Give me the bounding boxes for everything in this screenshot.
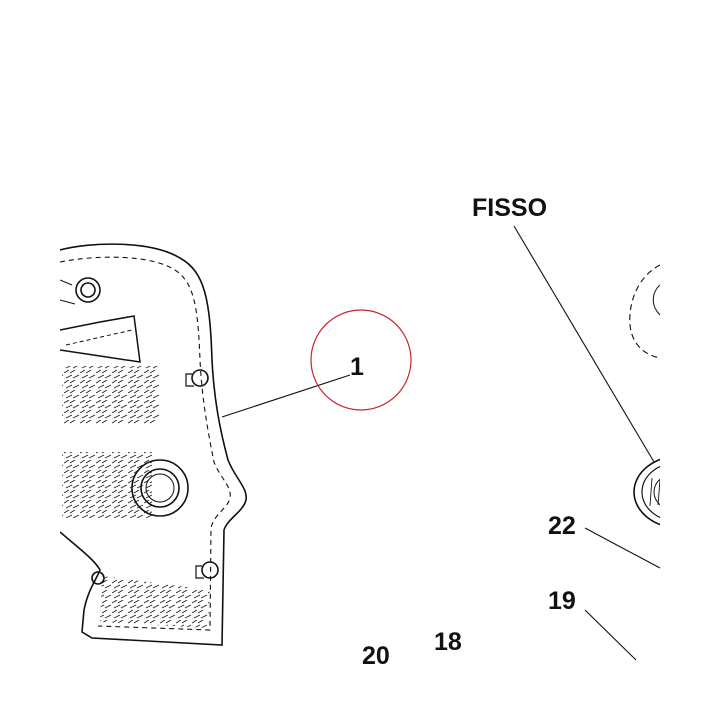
leader-line-1 — [221, 374, 351, 418]
label-part-19: 19 — [548, 587, 576, 615]
leader-line-fisso — [513, 225, 655, 463]
label-part-18: 18 — [434, 628, 462, 656]
fixed-pulley-part — [629, 264, 660, 526]
leader-line-22 — [584, 527, 661, 569]
timing-cover-part — [60, 243, 247, 646]
highlight-circle — [310, 309, 412, 411]
label-fisso: FISSO — [472, 194, 548, 222]
leader-line-19 — [584, 609, 637, 661]
label-part-1: 1 — [350, 353, 364, 381]
leader-lines — [221, 225, 661, 661]
label-part-22: 22 — [548, 512, 576, 540]
label-part-20: 20 — [362, 642, 390, 670]
label-part-20-clip: 20 — [362, 644, 402, 669]
